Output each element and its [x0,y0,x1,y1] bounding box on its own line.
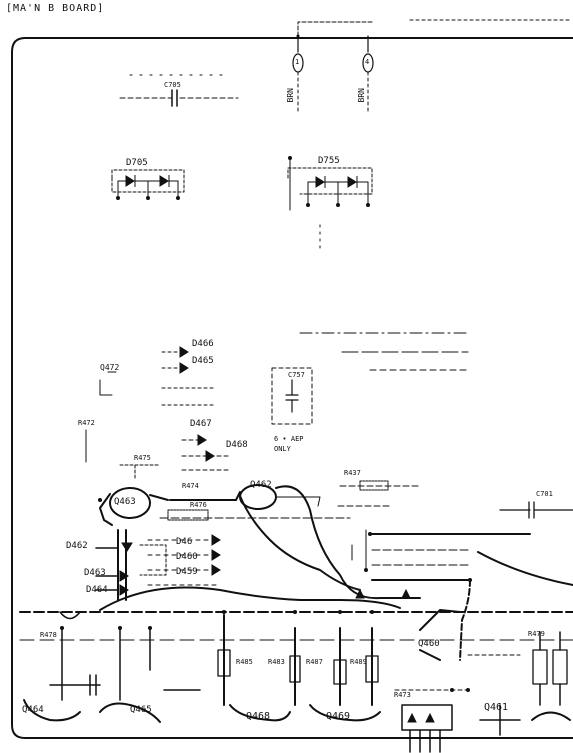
q469-trace [309,704,381,722]
d465-diode [179,362,189,374]
r479-label: R479 [528,630,545,638]
r437-label: R437 [344,469,361,477]
d467-label: D467 [190,419,212,429]
r473-label: R473 [394,691,411,699]
d460-label: D460 [176,552,198,562]
d463-label: D463 [84,568,106,578]
ae-only-note-1: 6 • AEP [274,435,304,443]
d459-label: D459 [176,567,198,577]
c705-label: C705 [164,81,181,89]
connector-1-label: 1 [295,58,300,66]
d705-label: D705 [126,158,148,168]
d464-label: D464 [86,585,108,595]
q461-label: Q461 [484,702,509,713]
q463-outline [109,487,151,519]
q469-label: Q469 [326,711,351,722]
ae-only-note-2: ONLY [274,445,291,453]
r483-label: R483 [268,658,285,666]
top-connector-line [297,21,373,37]
q460-label: Q460 [418,639,440,649]
c705-capacitor [171,89,178,107]
q461-trace [479,704,521,736]
d462-label: D462 [66,541,88,551]
d466-diode [179,346,189,358]
wire-color-brn-2: BRN [357,88,366,103]
d463-diode [119,570,129,582]
r476-label: R476 [190,501,207,509]
d468-diode [205,450,215,462]
d705-diode-right [159,175,169,187]
connector-4-label: 4 [365,58,370,66]
d462-diode [121,542,133,552]
d467-diode [197,434,207,446]
d705-diode-left [125,175,135,187]
r475-label: R475 [134,454,151,462]
d705-outline [111,169,185,193]
board-title: [MA'N B BOARD] [6,3,105,14]
d468-label: D468 [226,440,248,450]
d460-diode [211,549,221,561]
r489-label: R489 [350,658,367,666]
q463-label: Q463 [114,497,136,507]
q465-label: Q465 [130,705,152,715]
q468-label: Q468 [246,711,271,722]
r485-label: R485 [236,658,253,666]
d755-diode-right [347,176,357,188]
q468-trace [229,704,291,722]
d465-label: D465 [192,356,214,366]
d755-diode-left [315,176,325,188]
board-outline [11,37,573,739]
wire-color-brn-1: BRN [286,88,295,103]
r474-label: R474 [182,482,199,490]
d459-diode [211,564,221,576]
d755-label: D755 [318,156,340,166]
d46-label: D46 [176,537,193,547]
c701-label: C701 [536,490,553,498]
q464-label: Q464 [22,705,44,715]
r478-label: R478 [40,631,57,639]
q462-label: Q462 [250,480,272,490]
c757-label: C757 [288,371,305,379]
d466-label: D466 [192,339,214,349]
r472-label: R472 [78,419,95,427]
d755-outline [287,167,373,195]
d464-diode [119,584,129,596]
d46-diode [211,534,221,546]
r487-label: R487 [306,658,323,666]
q472-label: Q472 [100,363,120,372]
c757-box [271,367,313,425]
